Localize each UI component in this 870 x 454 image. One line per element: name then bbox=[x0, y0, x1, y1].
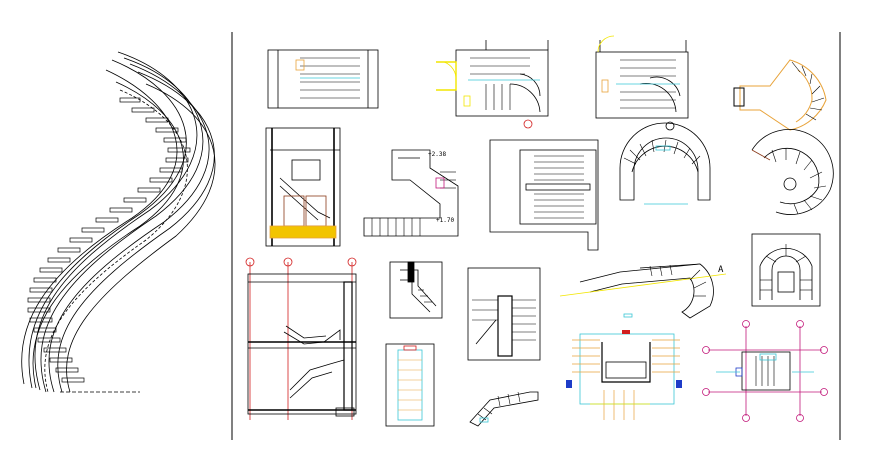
section-marker-label: A bbox=[718, 265, 724, 275]
small-stair-section bbox=[389, 261, 443, 319]
stair-section-with-doors bbox=[265, 127, 341, 247]
dog-leg-stair-plan bbox=[595, 35, 689, 131]
curved-stair-plan-with-marker: A bbox=[559, 263, 727, 319]
angled-stair-plan bbox=[469, 391, 539, 427]
dimensioned-stair-plan-colour bbox=[566, 330, 682, 420]
building-section-stair bbox=[245, 257, 357, 420]
spiral-stair-plan-round bbox=[751, 129, 834, 215]
l-stair-plan-with-levels: +2.38 +1.70 bbox=[363, 149, 459, 237]
stair-plan-with-landing bbox=[467, 267, 541, 361]
level-label-mid: +1.70 bbox=[436, 217, 454, 224]
level-label-top: +2.38 bbox=[428, 151, 446, 158]
straight-stair-plan bbox=[267, 49, 379, 109]
grid-stair-plan-magenta bbox=[702, 320, 828, 422]
helical-stair-3d-view bbox=[21, 51, 216, 393]
curved-stair-plan-orange bbox=[733, 59, 827, 131]
semicircular-stair-plan bbox=[619, 122, 711, 205]
quarter-turn-stair-plan bbox=[436, 40, 549, 129]
narrow-stair-plan-cyan bbox=[385, 343, 435, 427]
double-flight-stair-plan bbox=[489, 139, 599, 251]
oval-spiral-stair-plan bbox=[751, 233, 821, 307]
